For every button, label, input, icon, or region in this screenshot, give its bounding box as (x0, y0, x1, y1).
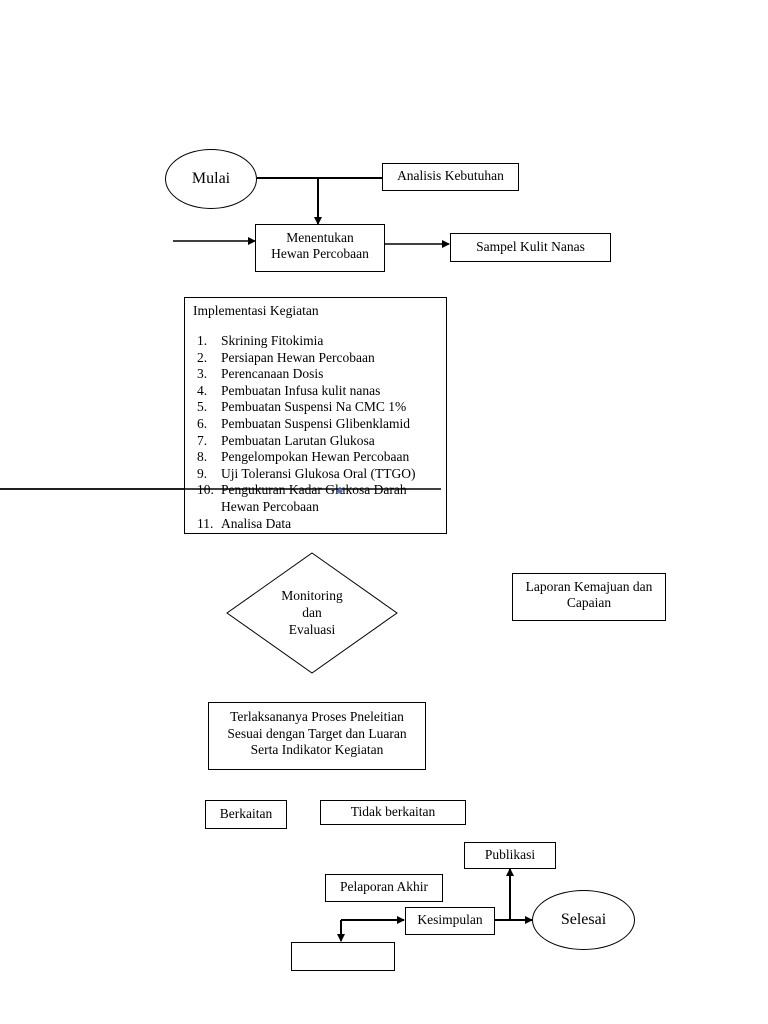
end-label: Selesai (560, 911, 607, 928)
analysis-box: Analisis Kebutuhan (382, 163, 519, 191)
progress-report-label: Laporan Kemajuan dan Capaian (525, 579, 653, 610)
implementation-list: 1.Skrining Fitokimia 2.Persiapan Hewan P… (193, 333, 438, 532)
list-item: 8.Pengelompokan Hewan Percobaan (197, 449, 410, 465)
list-item: 1.Skrining Fitokimia (197, 333, 324, 348)
monitoring-line-1: Monitoring (281, 588, 343, 603)
list-item: 5.Pembuatan Suspensi Na CMC 1% (197, 399, 407, 415)
publication-box: Publikasi (464, 842, 556, 869)
unrelated-label: Tidak berkaitan (350, 804, 436, 819)
list-item: 10.Pengukuran Kadar Glukosa Darah Hewan … (197, 482, 407, 514)
monitoring-text: Monitoring dan Evaluasi (252, 587, 372, 638)
progress-report-box: Laporan Kemajuan dan Capaian (512, 573, 666, 621)
process-result-box: Terlaksananya Proses Pneleitian Sesuai d… (208, 702, 426, 770)
publication-label: Publikasi (484, 847, 536, 862)
unrelated-box: Tidak berkaitan (320, 800, 466, 825)
related-label: Berkaitan (219, 806, 273, 821)
conclusion-box: Kesimpulan (405, 907, 495, 935)
sample-label: Sampel Kulit Nanas (476, 239, 585, 254)
list-item: 2.Persiapan Hewan Percobaan (197, 349, 375, 365)
list-item: 4.Pembuatan Infusa kulit nanas (197, 382, 381, 398)
determine-animal-box: Menentukan Hewan Percobaan (255, 224, 385, 272)
monitoring-line-3: Evaluasi (288, 622, 336, 637)
sample-box: Sampel Kulit Nanas (450, 233, 611, 262)
final-report-label: Pelaporan Akhir (339, 879, 429, 894)
implementation-title: Implementasi Kegiatan (193, 303, 319, 318)
related-box: Berkaitan (205, 800, 287, 829)
monitoring-diamond (226, 552, 398, 674)
start-oval: Mulai (165, 149, 257, 209)
analysis-label: Analisis Kebutuhan (397, 168, 504, 183)
list-item: 9.Uji Toleransi Glukosa Oral (TTGO) (197, 465, 416, 481)
conclusion-label: Kesimpulan (417, 912, 483, 927)
list-item: 6.Pembuatan Suspensi Glibenklamid (197, 415, 410, 431)
determine-animal-label: Menentukan Hewan Percobaan (271, 230, 369, 261)
list-item: 7.Pembuatan Larutan Glukosa (197, 432, 375, 448)
monitoring-line-2: dan (302, 605, 322, 620)
final-report-box: Pelaporan Akhir (325, 874, 443, 902)
empty-box (291, 942, 395, 971)
list-item: 3.Perencanaan Dosis (197, 366, 324, 382)
start-label: Mulai (191, 170, 231, 187)
implementation-box: Implementasi Kegiatan 1.Skrining Fitokim… (184, 297, 447, 534)
process-result-label: Terlaksananya Proses Pneleitian Sesuai d… (227, 709, 407, 757)
list-item: 11.Analisa Data (197, 515, 292, 531)
end-oval: Selesai (532, 890, 635, 950)
